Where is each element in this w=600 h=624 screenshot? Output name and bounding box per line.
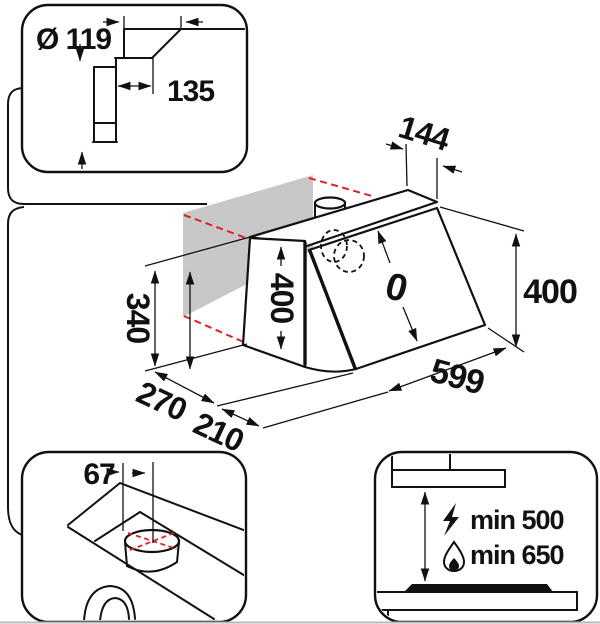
outlet-offset-label: 67 bbox=[83, 458, 115, 491]
cooktop-surface bbox=[404, 584, 553, 592]
gas-clearance-label: min 650 bbox=[470, 540, 564, 570]
clearance-drawing bbox=[377, 454, 578, 620]
motor-housing bbox=[83, 585, 136, 620]
left-height-label: 400 bbox=[264, 273, 300, 324]
detail-clearance: min 500 min 650 bbox=[373, 450, 599, 624]
dimension-width: 599 bbox=[388, 347, 507, 403]
outlet-offset-dimension bbox=[106, 462, 154, 543]
flame-icon bbox=[442, 540, 466, 573]
duct-profile-drawing bbox=[92, 28, 245, 143]
hood-underside-drawing bbox=[67, 482, 244, 620]
alternative-outlet-circle bbox=[320, 229, 348, 263]
back-height-label: 340 bbox=[120, 293, 156, 344]
wall-panel bbox=[183, 175, 313, 317]
dimension-top-depth: 144 bbox=[385, 108, 463, 199]
dimension-right-height: 400 bbox=[439, 206, 578, 353]
background-cards bbox=[7, 87, 207, 537]
hood-bottom-curve bbox=[304, 366, 357, 373]
hood-body bbox=[241, 188, 487, 373]
duct-offset-label: 135 bbox=[167, 75, 214, 108]
detail-panel-frame bbox=[373, 450, 599, 624]
detail-outlet-offset: 67 bbox=[20, 450, 248, 624]
dimension-back-height: 340 bbox=[120, 236, 251, 372]
electric-clearance-label: min 500 bbox=[470, 505, 564, 535]
right-height-label: 400 bbox=[523, 273, 577, 311]
bottom-depth-back-label: 270 bbox=[131, 374, 192, 428]
dimension-left-height: 400 bbox=[264, 246, 300, 350]
width-label: 599 bbox=[426, 352, 488, 403]
duct-diameter-label: Ø 119 bbox=[36, 23, 111, 56]
top-depth-label: 144 bbox=[395, 108, 455, 158]
lightning-bolt-icon bbox=[443, 503, 459, 536]
duct-profile-dimensions bbox=[75, 16, 203, 169]
alternative-outlet-circle bbox=[333, 239, 365, 273]
dimension-bottom-depths: 270 210 bbox=[131, 371, 389, 459]
detail-duct-profile: Ø 119 135 bbox=[20, 3, 249, 174]
